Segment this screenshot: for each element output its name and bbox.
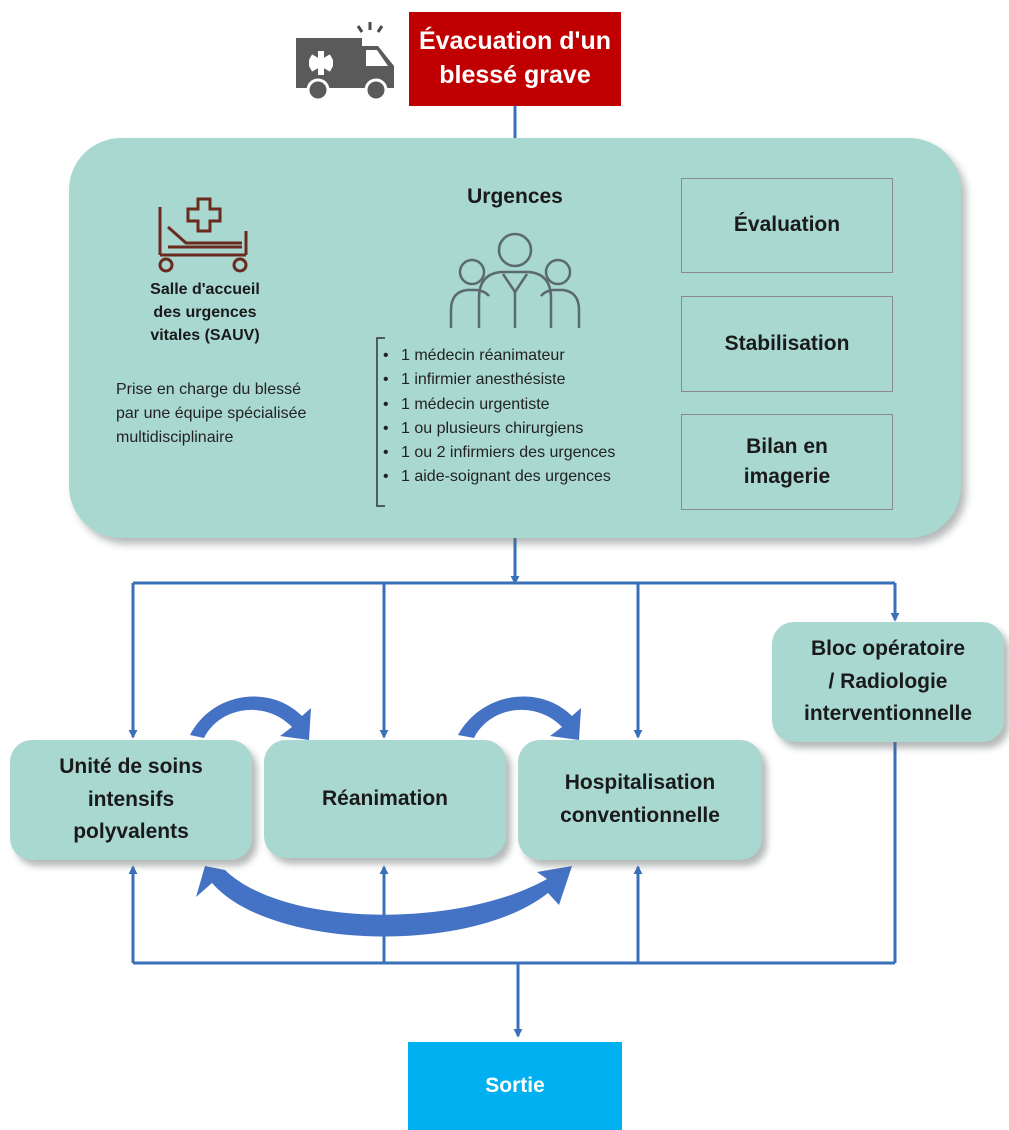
hospitalisation-label-line: conventionnelle xyxy=(560,804,720,827)
step-stabilisation: Stabilisation xyxy=(681,296,893,392)
team-member: 1 médecin réanimateur xyxy=(379,344,671,369)
step-label: Bilan en xyxy=(746,434,828,458)
usip-box: Unité de soins intensifs polyvalents xyxy=(10,740,252,860)
hospitalisation-box: Hospitalisation conventionnelle xyxy=(518,740,762,860)
sauv-title-line: vitales (SAUV) xyxy=(150,327,260,345)
sauv-description: Prise en charge du blessé par une équipe… xyxy=(116,378,376,450)
team-list: 1 médecin réanimateur 1 infirmier anesth… xyxy=(371,337,671,507)
transfer-arrow-usip-rea xyxy=(190,696,311,740)
exit-box: Sortie xyxy=(408,1042,622,1130)
step-label: Stabilisation xyxy=(724,331,850,355)
start-label-line2: blessé grave xyxy=(439,61,591,89)
sauv-description-line: par une équipe spécialisée xyxy=(116,405,307,422)
usip-label-line: Unité de soins xyxy=(59,755,203,779)
usip-label-line: intensifs xyxy=(87,787,175,811)
team-member: 1 ou plusieurs chirurgiens xyxy=(379,417,671,442)
reanimation-label: Réanimation xyxy=(321,786,449,810)
bloc-label-line: interventionnelle xyxy=(803,702,973,726)
start-evacuation-box: Évacuation d'un blessé grave xyxy=(409,12,621,106)
sauv-title-line: Salle d'accueil xyxy=(150,281,260,298)
team-member: 1 médecin urgentiste xyxy=(379,393,671,418)
step-label: imagerie xyxy=(743,465,831,488)
transfer-arrow-usip-hosp xyxy=(196,866,572,937)
urgences-title: Urgences xyxy=(467,185,563,208)
start-label-line1: Évacuation d'un xyxy=(418,27,612,56)
team-bracket xyxy=(376,337,385,507)
bloc-operatoire-box: Bloc opératoire / Radiologie interventio… xyxy=(772,622,1004,742)
transfer-arrow-rea-hosp xyxy=(458,696,581,740)
step-evaluation: Évaluation xyxy=(681,178,893,273)
exit-label: Sortie xyxy=(485,1074,545,1097)
hospitalisation-label-line: Hospitalisation xyxy=(564,771,716,795)
step-label: Évaluation xyxy=(733,213,841,237)
reanimation-box: Réanimation xyxy=(264,740,506,858)
team-member: 1 infirmier anesthésiste xyxy=(379,368,671,393)
medical-team-icon xyxy=(449,232,581,328)
step-bilan-imagerie: Bilan en imagerie xyxy=(681,414,893,510)
sauv-description-line: Prise en charge du blessé xyxy=(116,381,301,398)
team-member: 1 ou 2 infirmiers des urgences xyxy=(379,441,671,466)
bloc-label-line: / Radiologie xyxy=(828,669,948,693)
sauv-title-line: des urgences xyxy=(153,304,257,322)
ambulance-icon xyxy=(296,22,394,100)
hospital-bed-icon xyxy=(158,197,248,273)
sauv-description-line: multidisciplinaire xyxy=(116,429,234,446)
bloc-label-line: Bloc opératoire xyxy=(810,637,966,661)
team-member: 1 aide-soignant des urgences xyxy=(379,465,671,490)
usip-label-line: polyvalents xyxy=(73,820,189,844)
sauv-title: Salle d'accueil des urgences vitales (SA… xyxy=(120,278,290,348)
